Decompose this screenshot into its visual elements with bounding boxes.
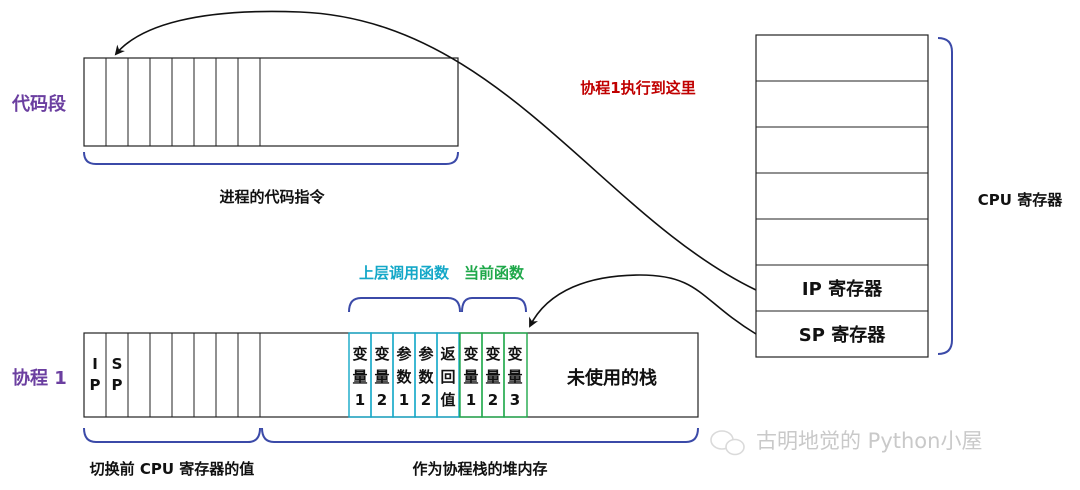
sp-arrow [529, 274, 757, 335]
saved-ip-letter-1: I [92, 355, 98, 373]
cpu-register-block [755, 34, 929, 358]
current-cell-3-char-1: 变 [507, 345, 522, 363]
ip-arrow [114, 10, 757, 291]
watermark-text: 古明地觉的 Python小屋 [756, 429, 982, 453]
code-segment-caption: 进程的代码指令 [219, 188, 325, 206]
caller-cell-3-char-3: 1 [399, 391, 409, 409]
current-cell-1-char-1: 变 [463, 345, 478, 363]
sp-register-label: SP 寄存器 [799, 324, 886, 346]
coroutine-stack-block [83, 332, 699, 418]
caller-cell-5-char-1: 返 [440, 345, 455, 363]
caller-cell-3-char-2: 数 [396, 368, 412, 386]
caller-cell-3-char-1: 参 [396, 345, 412, 363]
current-frame-bracket [461, 297, 527, 313]
cpu-bracket [937, 37, 953, 355]
saved-ip-letter-2: P [90, 376, 101, 394]
code-segment-label: 代码段 [11, 93, 67, 115]
cpu-caption: CPU 寄存器 [978, 191, 1063, 209]
code-segment-block [83, 57, 459, 147]
current-frame-label: 当前函数 [464, 264, 525, 282]
registers-caption: 切换前 CPU 寄存器的值 [90, 460, 255, 478]
current-cell-1-char-2: 量 [463, 368, 478, 386]
caller-cell-5-char-2: 回 [440, 368, 455, 386]
caller-cell-4-char-3: 2 [421, 391, 431, 409]
caller-cell-1-char-1: 变 [352, 345, 367, 363]
heap-caption: 作为协程栈的堆内存 [412, 460, 547, 478]
current-cell-1-char-3: 1 [466, 391, 476, 409]
current-frame [459, 332, 528, 418]
caller-cell-2-char-1: 变 [374, 345, 389, 363]
caller-cell-1-char-3: 1 [355, 391, 365, 409]
caller-cell-4-char-1: 参 [418, 345, 434, 363]
registers-bracket [83, 427, 261, 443]
current-cell-3-char-3: 3 [510, 391, 520, 409]
caller-cell-2-char-2: 量 [374, 368, 389, 386]
caller-frame-bracket [348, 297, 461, 313]
caller-frame [348, 332, 460, 418]
saved-sp-letter-2: P [112, 376, 123, 394]
ip-register-label: IP 寄存器 [802, 278, 883, 300]
arrow-label: 协程1执行到这里 [580, 79, 695, 97]
current-cell-3-char-2: 量 [507, 368, 522, 386]
caller-cell-1-char-2: 量 [352, 368, 367, 386]
coroutine-label: 协程 1 [12, 367, 67, 389]
current-cell-2-char-2: 量 [485, 368, 500, 386]
current-cell-2-char-1: 变 [485, 345, 500, 363]
caller-cell-2-char-3: 2 [377, 391, 387, 409]
caller-cell-4-char-2: 数 [418, 368, 434, 386]
caller-frame-label: 上层调用函数 [359, 264, 450, 282]
current-cell-2-char-3: 2 [488, 391, 498, 409]
code-segment-bracket [83, 151, 459, 165]
heap-bracket [261, 427, 699, 443]
saved-sp-letter-1: S [112, 355, 123, 373]
caller-cell-5-char-3: 值 [440, 391, 455, 409]
wechat-icon [710, 430, 745, 456]
unused-stack-label: 未使用的栈 [567, 367, 657, 389]
